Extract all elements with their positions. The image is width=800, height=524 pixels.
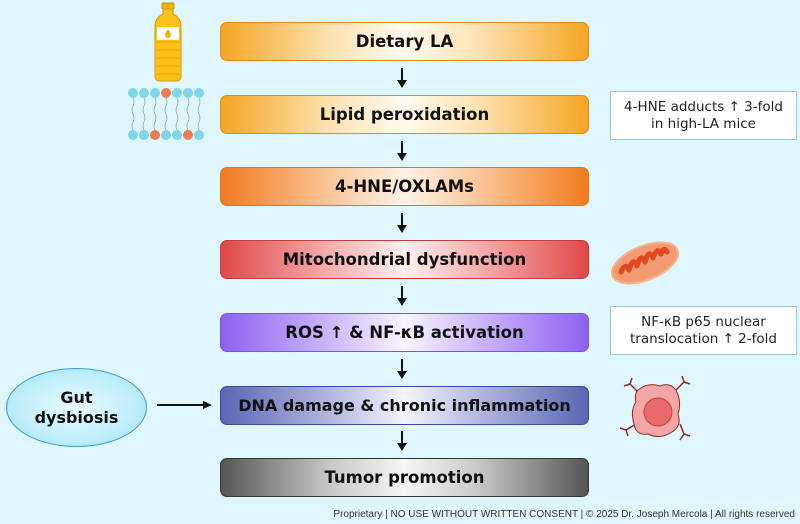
step-label: DNA damage & chronic inflammation [238, 396, 571, 415]
step-label: ROS ↑ & NF-κB activation [285, 323, 524, 342]
oil-bottle-icon [154, 2, 182, 82]
note-line: NF-κB p65 nuclear [641, 313, 766, 330]
step-ros-nfkb-activation: ROS ↑ & NF-κB activation [220, 313, 589, 352]
down-arrow-icon [397, 286, 407, 306]
step-lipid-peroxidation: Lipid peroxidation [220, 95, 589, 134]
step-label: 4-HNE/OXLAMs [335, 177, 474, 196]
gut-dysbiosis-node: Gut dysbiosis [6, 368, 147, 447]
note-nfkb-translocation: NF-κB p65 nuclear translocation ↑ 2-fold [610, 306, 797, 355]
right-arrow-icon [157, 401, 212, 409]
step-dietary-la: Dietary LA [220, 22, 589, 61]
step-tumor-promotion: Tumor promotion [220, 458, 589, 497]
note-line: translocation ↑ 2-fold [630, 330, 777, 347]
down-arrow-icon [397, 431, 407, 451]
step-mitochondrial-dysfunction: Mitochondrial dysfunction [220, 240, 589, 279]
step-label: Tumor promotion [324, 468, 485, 487]
note-4hne-adducts: 4-HNE adducts ↑ 3-fold in high-LA mice [610, 91, 797, 140]
lipid-bilayer-icon [128, 88, 204, 140]
down-arrow-icon [397, 68, 407, 88]
down-arrow-icon [397, 213, 407, 233]
step-4hne-oxlams: 4-HNE/OXLAMs [220, 167, 589, 206]
down-arrow-icon [397, 141, 407, 161]
step-label: Lipid peroxidation [319, 105, 490, 124]
step-label: Dietary LA [355, 32, 454, 51]
note-line: in high-LA mice [651, 115, 756, 132]
gut-label-line: Gut [60, 387, 93, 407]
note-line: 4-HNE adducts ↑ 3-fold [624, 98, 783, 115]
inflamed-cell-icon [619, 375, 691, 441]
down-arrow-icon [397, 359, 407, 379]
gut-label-line: dysbiosis [34, 407, 119, 427]
step-dna-damage-inflammation: DNA damage & chronic inflammation [220, 386, 589, 425]
mitochondrion-icon [610, 241, 680, 285]
step-label: Mitochondrial dysfunction [282, 250, 527, 269]
copyright-footer: Proprietary | NO USE WITHOUT WRITTEN CON… [333, 509, 795, 520]
